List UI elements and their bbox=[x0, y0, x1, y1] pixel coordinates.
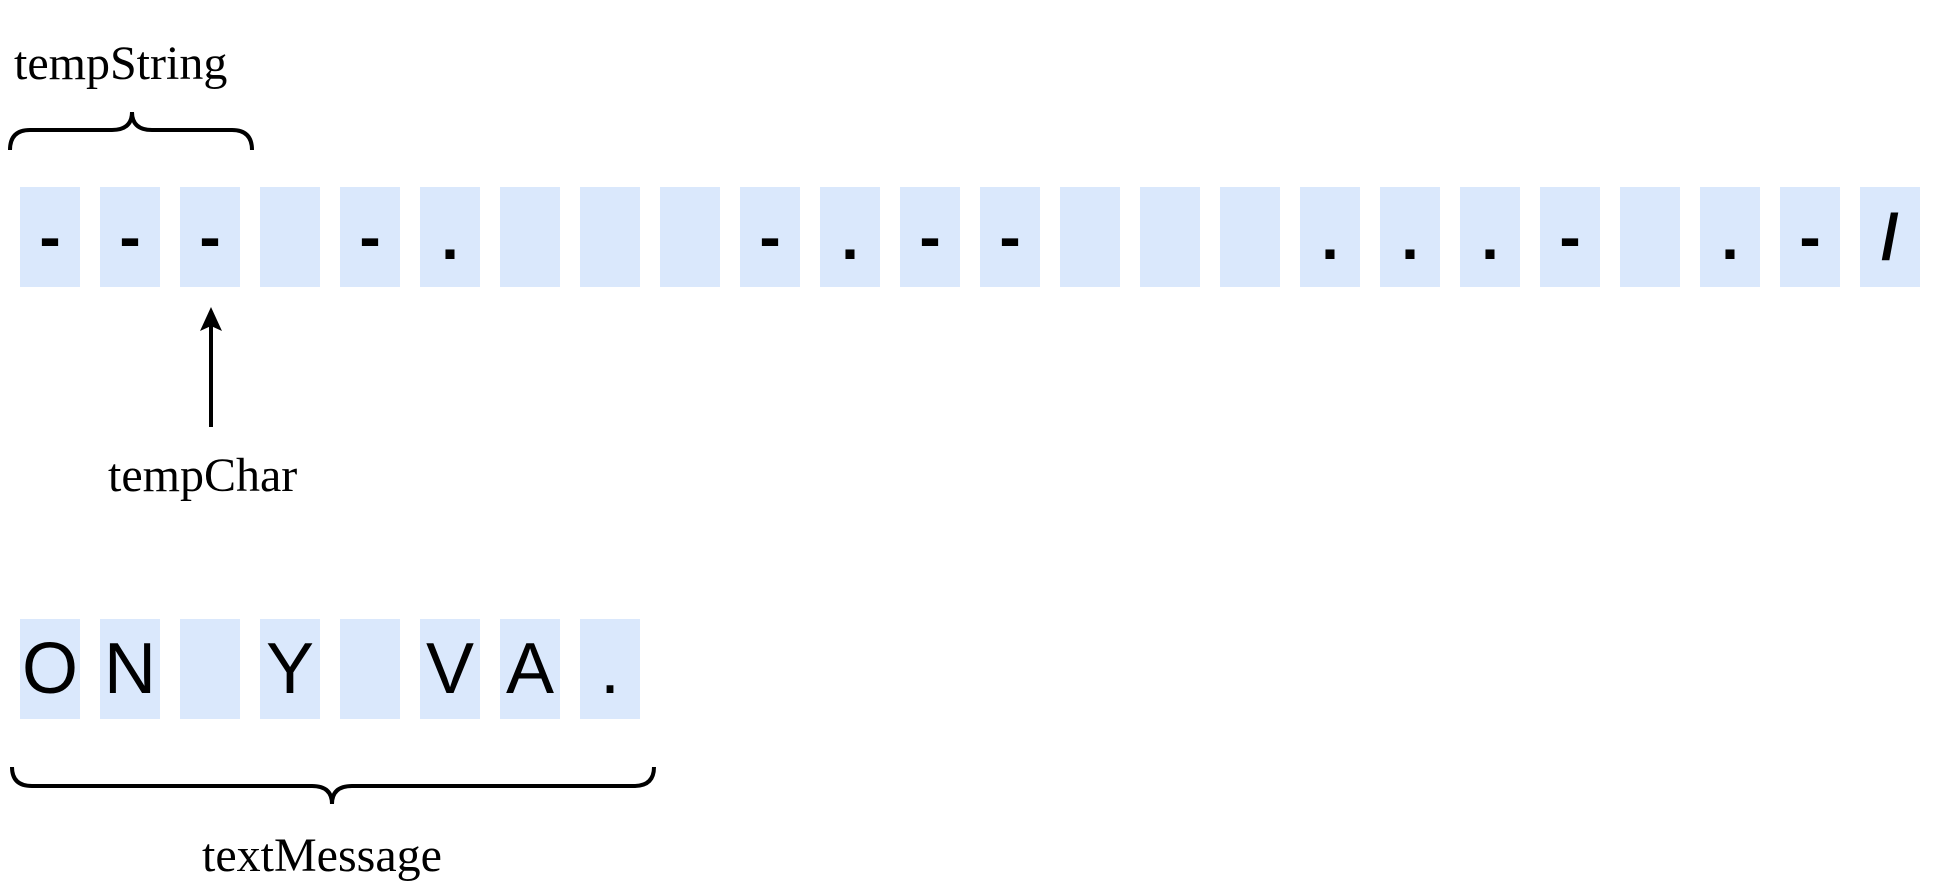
text-cell bbox=[180, 619, 240, 719]
morse-cell bbox=[500, 187, 560, 287]
text-cell bbox=[340, 619, 400, 719]
morse-cell: . bbox=[1700, 187, 1760, 287]
morse-cell: - bbox=[180, 187, 240, 287]
morse-cell: . bbox=[820, 187, 880, 287]
text-message-brace bbox=[10, 766, 656, 805]
morse-cell: - bbox=[1540, 187, 1600, 287]
morse-cell: - bbox=[1780, 187, 1840, 287]
morse-cell: . bbox=[1300, 187, 1360, 287]
morse-cell: - bbox=[740, 187, 800, 287]
morse-cell bbox=[1140, 187, 1200, 287]
text-cell: . bbox=[580, 619, 640, 719]
morse-cell bbox=[1220, 187, 1280, 287]
morse-cell: / bbox=[1860, 187, 1920, 287]
temp-char-arrow-head bbox=[200, 307, 222, 331]
morse-cell bbox=[260, 187, 320, 287]
morse-cell bbox=[1620, 187, 1680, 287]
morse-cell: - bbox=[900, 187, 960, 287]
morse-cell bbox=[1060, 187, 1120, 287]
morse-cell: . bbox=[1380, 187, 1440, 287]
morse-cell: . bbox=[1460, 187, 1520, 287]
text-cell: N bbox=[100, 619, 160, 719]
morse-cell bbox=[660, 187, 720, 287]
morse-cell: - bbox=[980, 187, 1040, 287]
morse-cell: - bbox=[340, 187, 400, 287]
temp-char-label: tempChar bbox=[108, 449, 298, 502]
text-cell: O bbox=[20, 619, 80, 719]
text-message-label: textMessage bbox=[202, 829, 442, 882]
morse-cell: . bbox=[420, 187, 480, 287]
text-cell: Y bbox=[260, 619, 320, 719]
temp-string-brace bbox=[8, 111, 254, 151]
text-cell: A bbox=[500, 619, 560, 719]
text-cell: V bbox=[420, 619, 480, 719]
morse-cell: - bbox=[100, 187, 160, 287]
temp-string-label: tempString bbox=[14, 37, 228, 90]
morse-cell: - bbox=[20, 187, 80, 287]
morse-cell bbox=[580, 187, 640, 287]
